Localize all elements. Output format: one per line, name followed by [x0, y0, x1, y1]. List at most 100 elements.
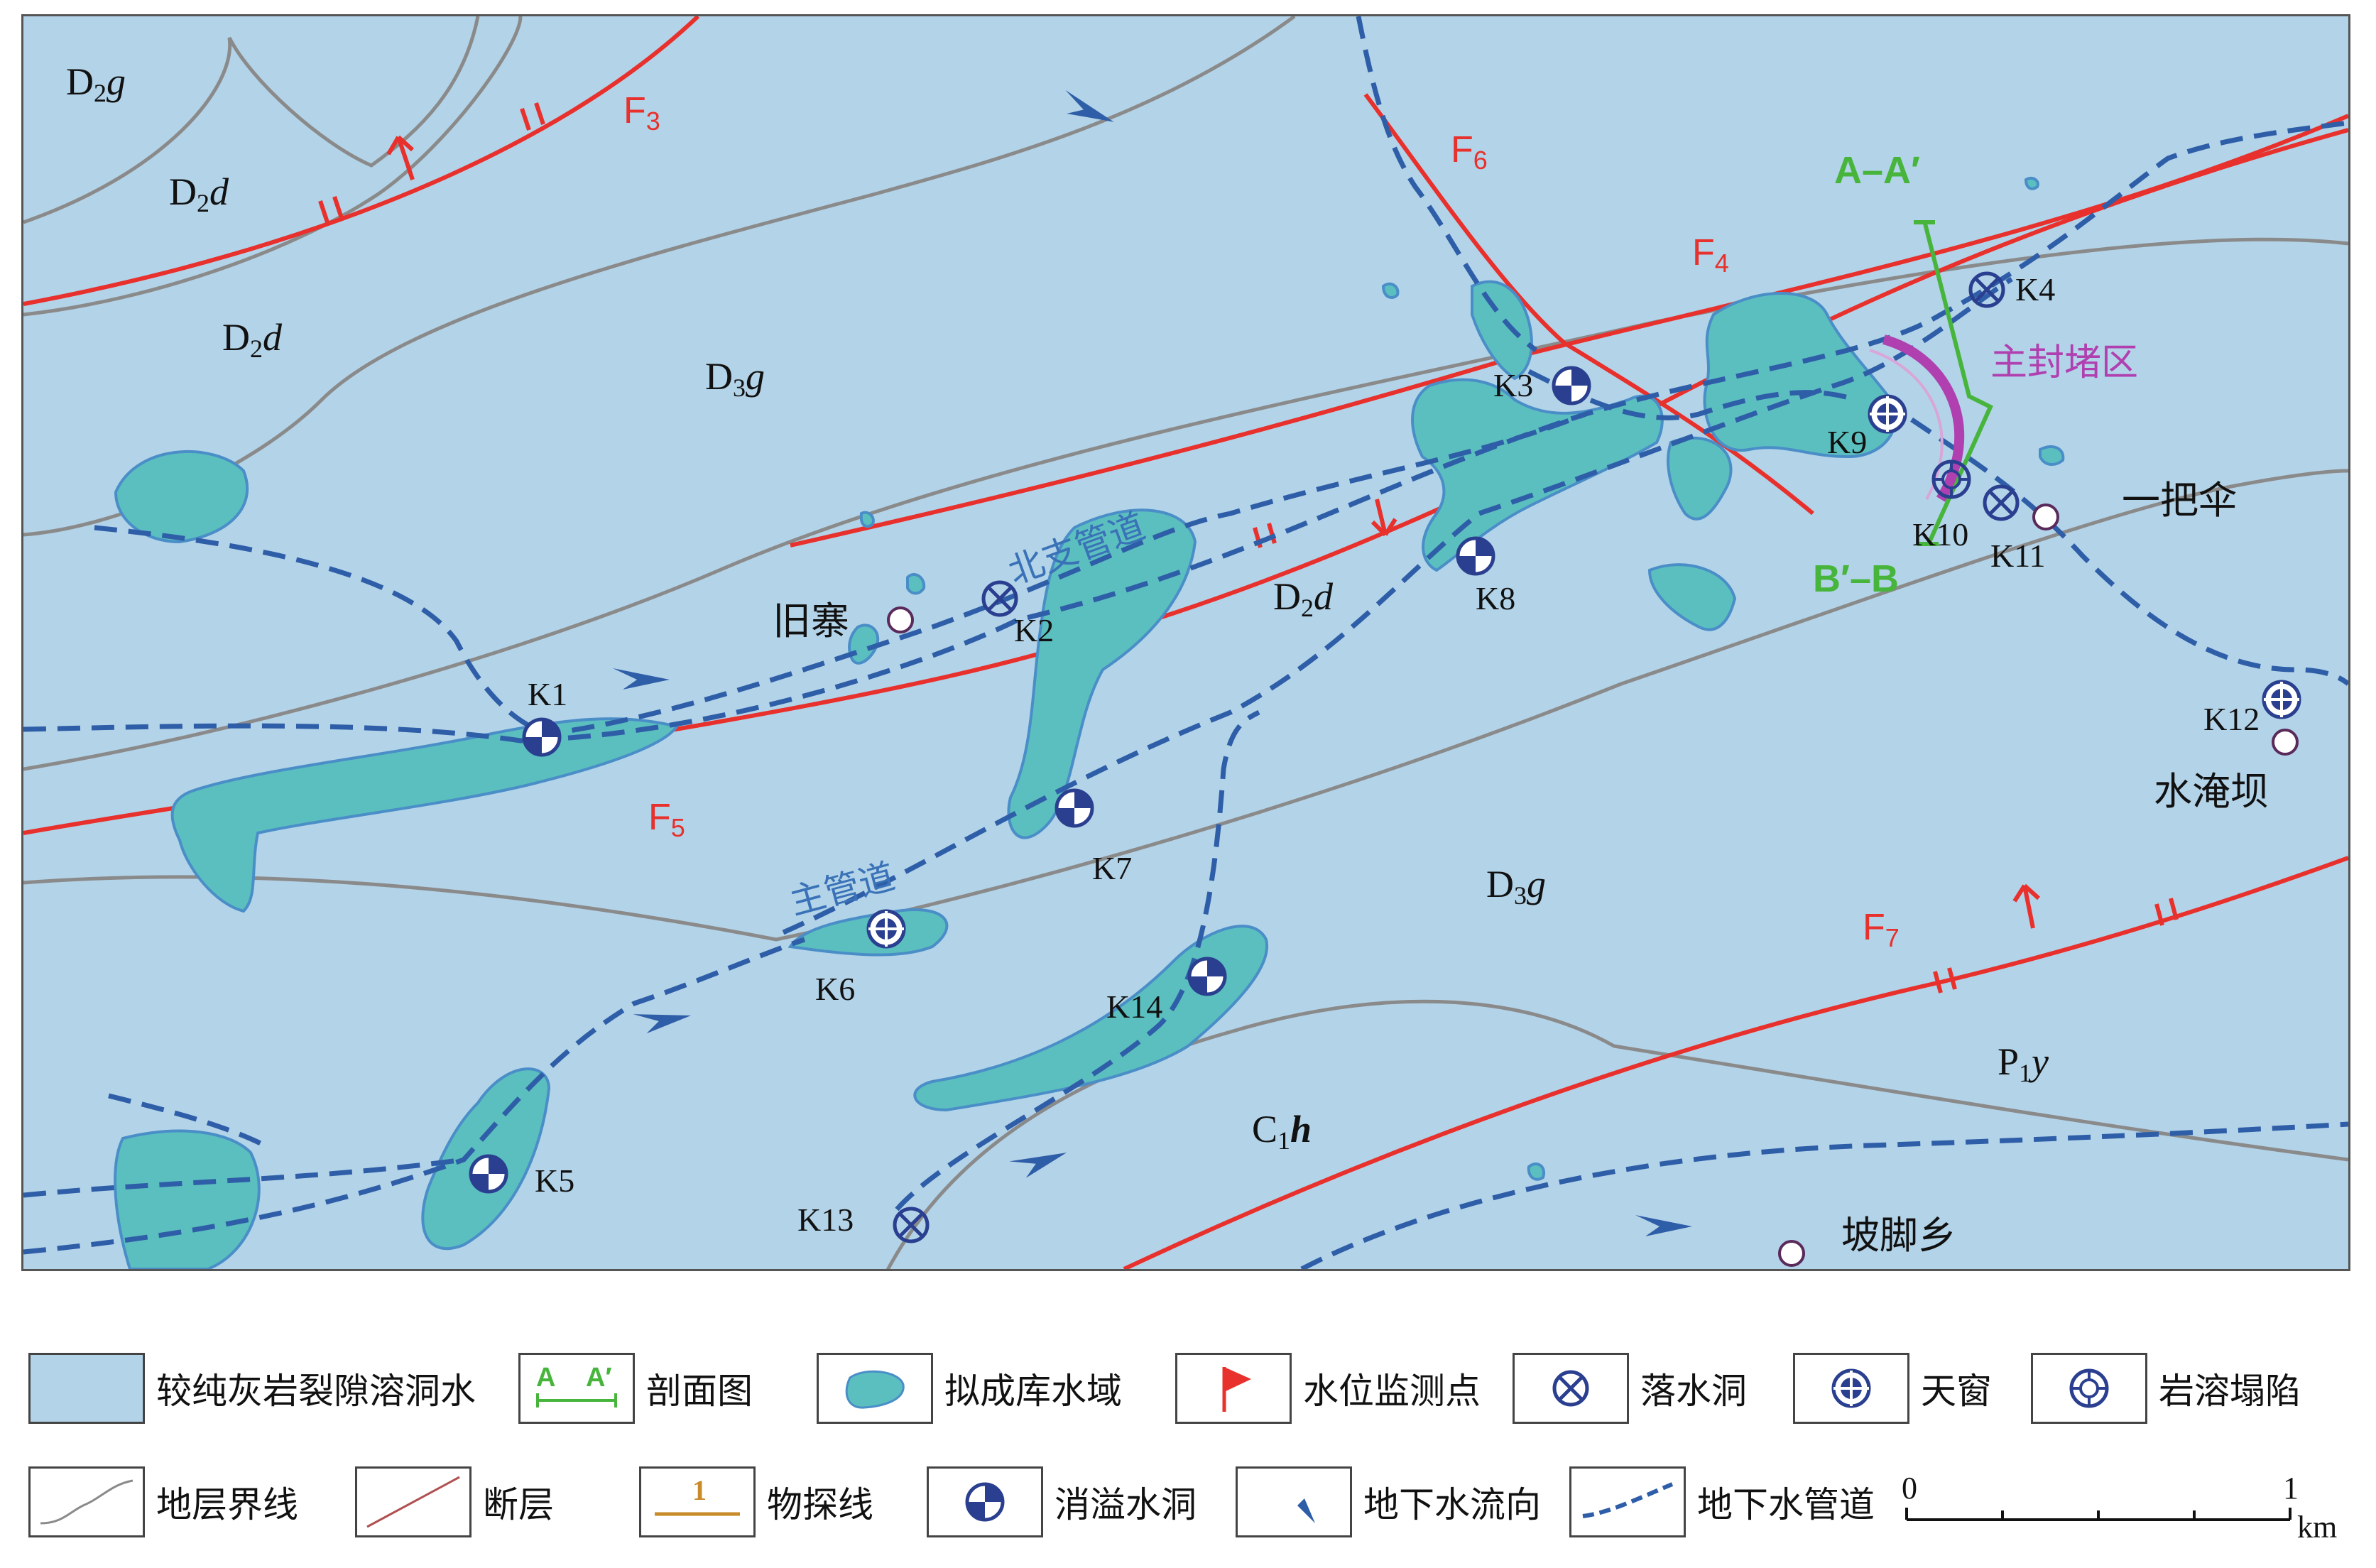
stratum-label: P1y: [1998, 1040, 2049, 1087]
fault-label-f5: F5: [648, 797, 685, 842]
flow-direction-icon: [1635, 1215, 1692, 1236]
legend-label: 拟成库水域: [944, 1371, 1122, 1412]
scale-bar: 0 1 km: [1889, 1466, 2343, 1552]
legend-item-fault: 断层: [355, 1459, 554, 1545]
reservoir-areas: [114, 176, 2065, 1269]
place-label-pojiaoxiang: 坡脚乡: [1841, 1213, 1956, 1258]
overflow-cave-icon: [471, 1156, 506, 1192]
geophysics-line-icon: 1: [639, 1466, 756, 1537]
legend-item-monitor: 水位监测点: [1175, 1346, 1481, 1431]
conduit-k13: [895, 709, 1260, 1212]
overflow-cave-icon: [927, 1466, 1043, 1537]
point-label: K8: [1476, 580, 1515, 616]
point-label: K11: [1990, 538, 2046, 574]
point-label: K14: [1106, 989, 1162, 1025]
overflow-cave-icon: [1554, 368, 1589, 403]
settlement-marker: [887, 606, 914, 633]
conduit-k3: [1527, 369, 1857, 420]
legend-label: 水位监测点: [1303, 1371, 1481, 1412]
point-label: K10: [1912, 516, 1968, 552]
flow-direction-icon: [613, 668, 670, 690]
legend-label: 天窗: [1921, 1371, 1992, 1412]
legend-item-skylight: 天窗: [1793, 1346, 1992, 1431]
reservoir-area: [859, 511, 875, 528]
conduit-south2: [1300, 1121, 2348, 1269]
legend-label: 物探线: [767, 1484, 873, 1525]
reservoir-area: [1527, 1163, 1546, 1181]
sinkhole-icon: [1513, 1353, 1629, 1424]
overflow-cave-icon: [1057, 790, 1092, 826]
reservoir-area: [913, 925, 1269, 1112]
scale-one: 1: [2283, 1471, 2299, 1506]
boundary-line: [23, 237, 2348, 771]
legend-item-collapse: 岩溶塌陷: [2031, 1346, 2301, 1431]
conduit-f6: [1356, 16, 1538, 352]
geophysics-icon-number: 1: [692, 1474, 707, 1506]
point-label: K2: [1014, 612, 1054, 648]
legend-item-section: A A′ 剖面图: [518, 1346, 753, 1431]
scale-zero: 0: [1902, 1471, 1917, 1506]
conduit-main: [23, 120, 2348, 744]
settlement-marker: [2032, 503, 2059, 530]
stratum-label: D3g: [705, 355, 765, 402]
boundary-line: [23, 16, 480, 224]
fault-icon: [355, 1466, 472, 1537]
skylight-icon: [1793, 1353, 1909, 1424]
conduit-main-branch: [782, 276, 2013, 935]
point-label: K3: [1493, 367, 1533, 403]
boundary-icon: [28, 1466, 145, 1537]
point-label: K1: [528, 676, 567, 712]
reservoir-area: [1667, 436, 1733, 521]
fault-f3: [23, 16, 700, 306]
legend-label: 地下水流向: [1363, 1484, 1541, 1525]
flow-direction-icon: [1057, 89, 1118, 131]
flag-icon: [1175, 1353, 1292, 1424]
stratum-label: D2d: [169, 170, 229, 217]
stratum-label: D2d: [222, 316, 283, 363]
fault-label-f3: F3: [623, 90, 660, 136]
reservoir-area: [1381, 282, 1400, 299]
reservoir-icon: [817, 1353, 933, 1424]
fault-label-f4: F4: [1692, 232, 1729, 278]
flow-direction-icon: [1236, 1466, 1352, 1537]
legend-label: 消溢水洞: [1055, 1484, 1197, 1525]
point-label: K4: [2015, 271, 2055, 307]
legend-item-boundary: 地层界线: [28, 1459, 298, 1545]
stratum-label: C1h: [1252, 1108, 1312, 1155]
reservoir-area: [1411, 378, 1664, 572]
boundary-line: [23, 16, 523, 317]
conduit-north: [94, 411, 1587, 736]
map-area: D2g D2d D2d D3g D2d D3g C1h P1y F3 F4 F5…: [21, 14, 2350, 1271]
point-label: K5: [535, 1163, 574, 1199]
legend-item-reservoir: 拟成库水域: [817, 1346, 1122, 1431]
place-label-jiuzhai: 旧寨: [773, 599, 849, 643]
reservoir-area: [114, 1129, 261, 1269]
legend-item-geophys: 1 物探线: [639, 1459, 873, 1545]
legend: 较纯灰岩裂隙溶洞水 A A′ 剖面图 拟成库水域 水位监测点: [21, 1346, 2358, 1559]
plug-zone-label: 主封堵区: [1990, 342, 2138, 384]
limestone-swatch: [28, 1353, 145, 1424]
legend-label: 岩溶塌陷: [2159, 1371, 2301, 1412]
fault-f6: [1363, 93, 1814, 516]
conduits: [23, 16, 2348, 1269]
conduit-east: [1882, 398, 2348, 686]
sinkhole-icon: [895, 1209, 927, 1241]
sinkhole-icon: [1985, 486, 2017, 519]
reservoir-area: [114, 450, 249, 544]
legend-label: 落水洞: [1640, 1371, 1747, 1412]
point-symbols: [471, 273, 2299, 1241]
reservoir-area: [170, 717, 680, 913]
reservoir-area: [1007, 508, 1197, 839]
overflow-cave-icon: [1189, 959, 1225, 994]
legend-label: 断层: [483, 1484, 554, 1525]
legend-label: 地层界线: [156, 1484, 298, 1525]
section-icon: A A′: [518, 1353, 635, 1424]
scale-unit: km: [2297, 1510, 2337, 1545]
point-label: K7: [1092, 850, 1132, 886]
reservoir-area: [1647, 563, 1737, 631]
fault-ticks: [318, 102, 2179, 993]
overflow-cave-icon: [1458, 538, 1493, 574]
boundary-line: [885, 999, 2348, 1269]
stratum-label: D3g: [1486, 863, 1546, 910]
reservoir-area: [2039, 445, 2065, 466]
